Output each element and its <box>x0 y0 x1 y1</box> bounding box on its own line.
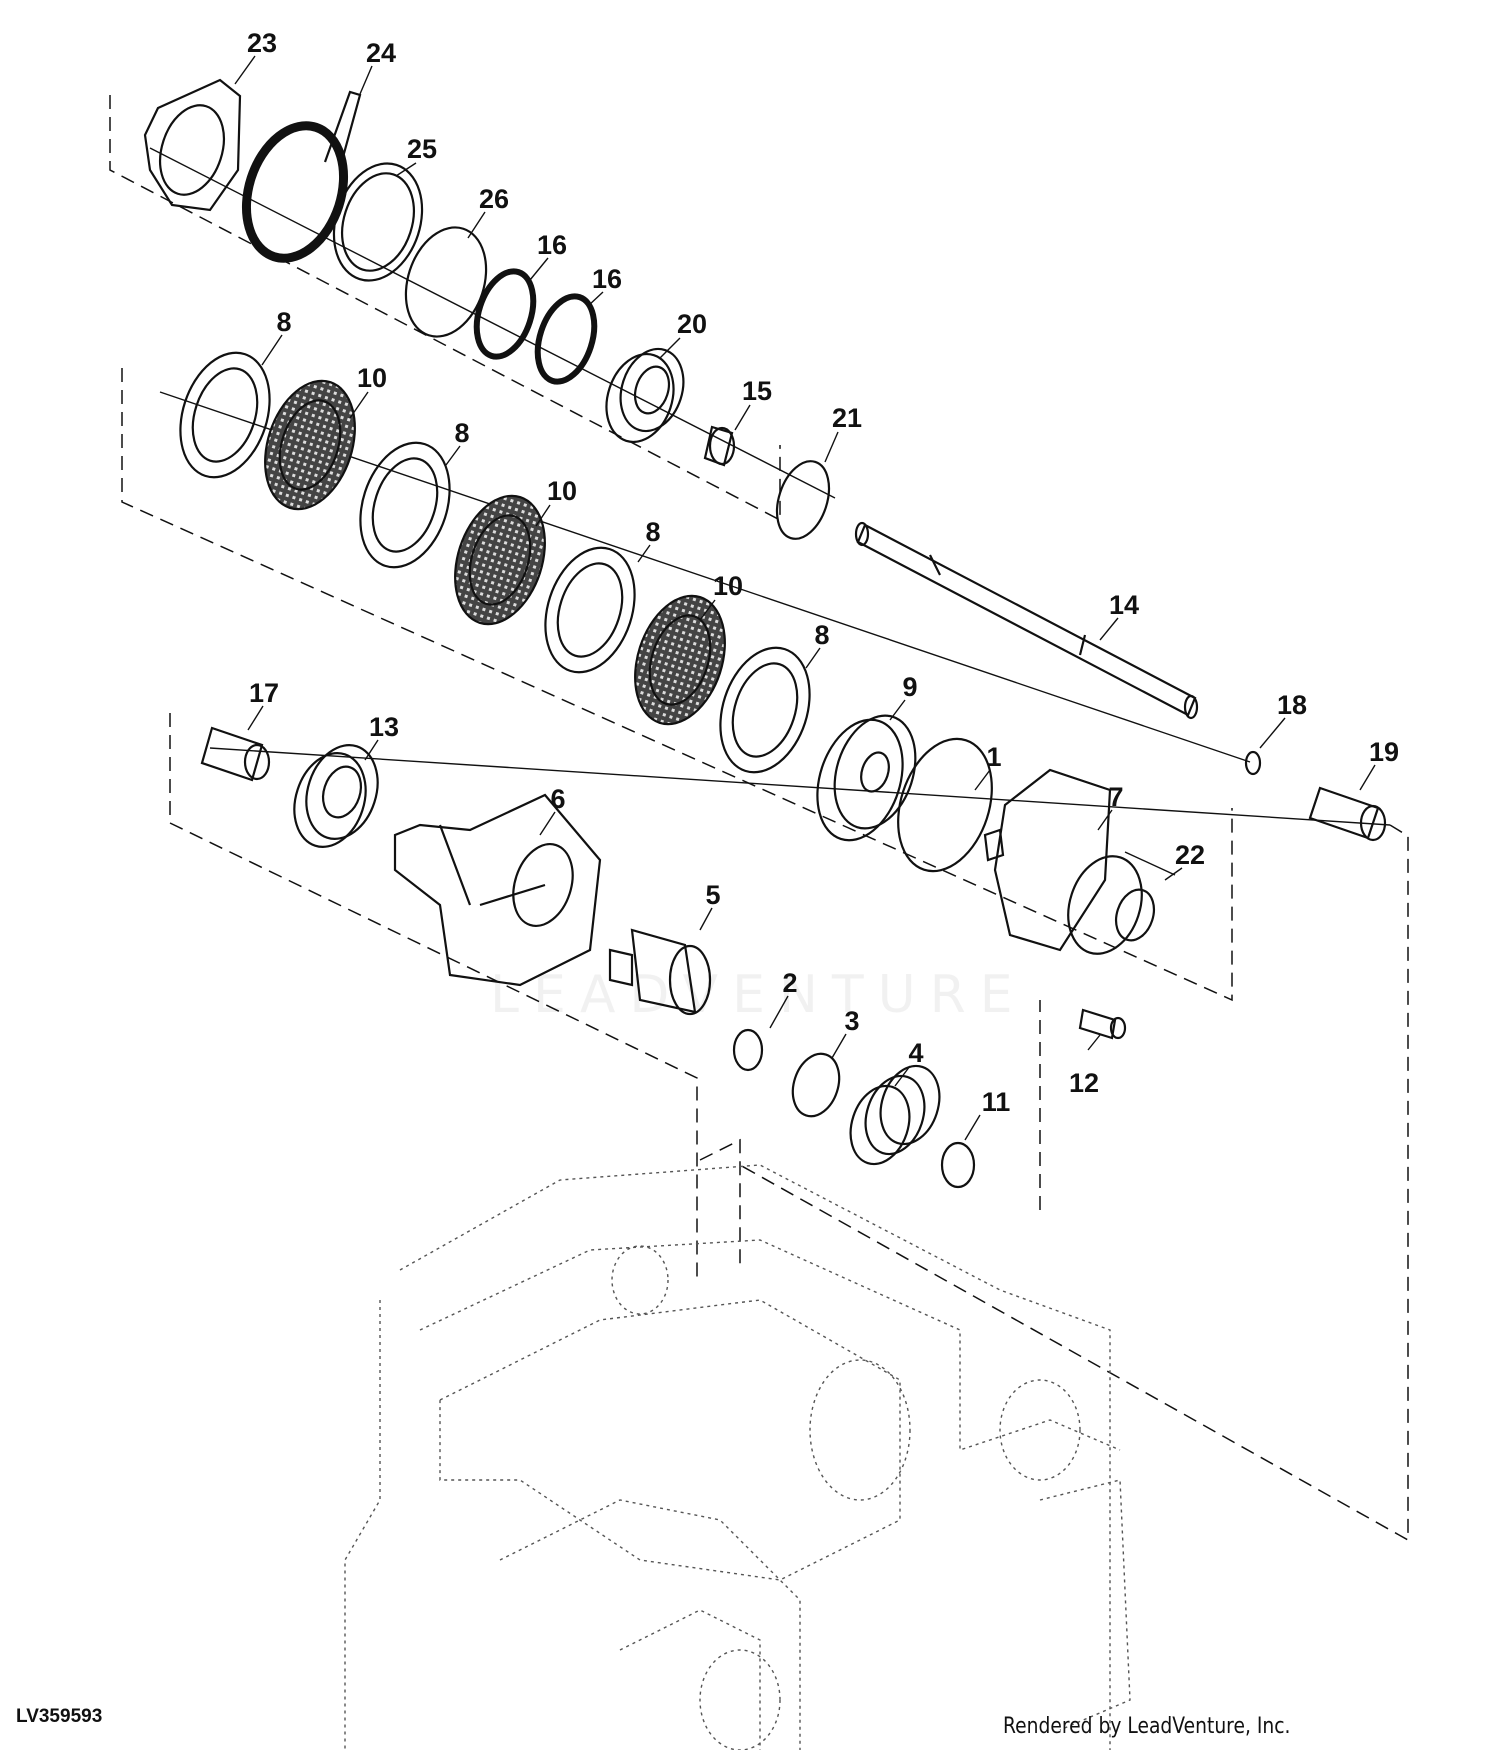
callout-2: 2 <box>782 968 797 998</box>
callout-16b: 16 <box>592 264 622 294</box>
watermark-text: LEADVENTURE <box>490 965 1027 1025</box>
part-13-bearing <box>293 744 379 848</box>
part-8-separator-plate-2 <box>359 441 451 569</box>
callout-6: 6 <box>550 784 565 814</box>
axis-line-lower <box>209 747 1391 826</box>
part-5-gear <box>608 928 712 1016</box>
part-2-snap-ring <box>732 1028 764 1072</box>
assembly-box-top <box>109 95 781 522</box>
part-8-separator-plate-3 <box>544 546 636 674</box>
callout-11: 11 <box>982 1087 1011 1117</box>
callout-15: 15 <box>742 376 772 406</box>
part-14-shaft <box>854 521 1199 720</box>
callout-8b: 8 <box>454 418 469 448</box>
assembly-box-lower <box>169 713 1041 1282</box>
part-9-piston <box>816 714 917 842</box>
callout-1: 1 <box>986 742 1001 772</box>
part-17-bushing <box>200 726 271 782</box>
callout-26: 26 <box>479 184 509 214</box>
callout-4: 4 <box>908 1038 923 1068</box>
callout-14: 14 <box>1109 590 1139 620</box>
part-6-carrier <box>393 793 602 987</box>
part-8-separator-plate-1 <box>179 351 271 479</box>
part-15-bushing <box>703 425 736 467</box>
part-1-o-ring <box>897 737 993 873</box>
callout-9: 9 <box>902 672 917 702</box>
callout-12: 12 <box>1069 1068 1099 1098</box>
callout-24: 24 <box>366 38 396 68</box>
callout-8c: 8 <box>645 517 660 547</box>
part-22-pin <box>1124 851 1176 876</box>
part-16-seal-ring-a <box>473 268 537 360</box>
callout-5: 5 <box>705 880 720 910</box>
part-10-friction-disc-1 <box>264 379 356 511</box>
part-19-bushing <box>1308 786 1387 842</box>
callout-8d: 8 <box>814 620 829 650</box>
part-25-ring <box>332 162 424 282</box>
callout-10c: 10 <box>713 571 743 601</box>
callout-7: 7 <box>1108 782 1123 812</box>
callout-22: 22 <box>1175 840 1205 870</box>
part-18-snap-ring <box>1244 750 1262 776</box>
part-20-bearing <box>605 347 685 444</box>
render-credit: Rendered by LeadVenture, Inc. <box>1003 1714 1291 1739</box>
callout-20: 20 <box>677 309 707 339</box>
callout-17: 17 <box>249 678 279 708</box>
part-11-snap-ring <box>940 1141 976 1189</box>
callout-25: 25 <box>407 134 437 164</box>
callout-labels: 23 24 25 26 16 16 20 15 21 8 10 8 10 8 1… <box>247 28 1399 1117</box>
part-7-clutch-housing <box>983 768 1156 955</box>
part-24-spanner-wrench <box>241 90 362 263</box>
part-3-washer <box>791 1052 841 1118</box>
callout-leaders <box>234 55 1376 1141</box>
part-8-separator-plate-4 <box>719 646 811 774</box>
part-21-snap-ring <box>775 460 831 540</box>
axis-line-top <box>149 147 836 499</box>
part-4-spring <box>849 1064 941 1166</box>
callout-10b: 10 <box>547 476 577 506</box>
callout-21: 21 <box>832 403 862 433</box>
callout-19: 19 <box>1369 737 1399 767</box>
callout-23: 23 <box>247 28 277 58</box>
callout-3: 3 <box>844 1006 859 1036</box>
part-12-bolt <box>1078 1008 1127 1040</box>
part-10-friction-disc-3 <box>634 594 726 726</box>
ghost-transmission-housing <box>344 1164 1131 1750</box>
callout-13: 13 <box>369 712 399 742</box>
part-16-seal-ring-b <box>534 293 598 385</box>
assembly-box-right <box>739 824 1409 1542</box>
callout-10a: 10 <box>357 363 387 393</box>
callout-18: 18 <box>1277 690 1307 720</box>
reference-code: LV359593 <box>16 1706 103 1727</box>
callout-8a: 8 <box>276 307 291 337</box>
part-25-ring-inner <box>341 172 415 272</box>
part-23-backing-plate <box>143 78 242 212</box>
part-10-friction-disc-2 <box>454 494 546 626</box>
assembly-box-clutch-pack <box>121 368 1233 1002</box>
callout-16a: 16 <box>537 230 567 260</box>
